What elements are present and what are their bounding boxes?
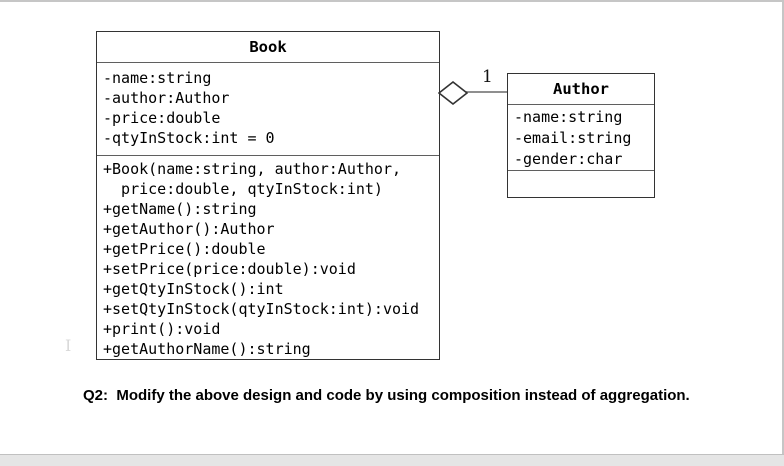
aggregation-diamond-icon bbox=[438, 81, 468, 105]
book-method: +Book(name:string, author:Author, bbox=[103, 160, 402, 178]
author-attributes-compartment: -name:string -email:string -gender:char bbox=[508, 105, 654, 171]
uml-class-box-author: Author -name:string -email:string -gende… bbox=[507, 73, 655, 198]
book-attribute: -author:Author bbox=[103, 89, 230, 107]
author-attribute: -email:string bbox=[514, 129, 632, 147]
association-line bbox=[464, 91, 508, 93]
author-methods-compartment bbox=[508, 171, 654, 197]
author-attribute: -name:string bbox=[514, 108, 623, 126]
page-right-edge bbox=[782, 0, 784, 466]
book-method: +getQtyInStock():int bbox=[103, 280, 284, 298]
book-methods-compartment: +Book(name:string, author:Author, price:… bbox=[97, 156, 439, 359]
author-class-title: Author bbox=[508, 74, 654, 105]
multiplicity-label: 1 bbox=[482, 67, 493, 87]
book-class-title: Book bbox=[97, 32, 439, 63]
text-cursor-artifact: I bbox=[65, 336, 72, 355]
book-method: +getPrice():double bbox=[103, 240, 266, 258]
question-text: Q2: Modify the above design and code by … bbox=[83, 387, 690, 404]
uml-class-box-book: Book -name:string -author:Author -price:… bbox=[96, 31, 440, 360]
book-method: +print():void bbox=[103, 320, 221, 338]
page-bottom-strip bbox=[0, 454, 784, 466]
book-attribute: -qtyInStock:int = 0 bbox=[103, 129, 275, 147]
book-attributes-compartment: -name:string -author:Author -price:doubl… bbox=[97, 63, 439, 156]
book-attribute: -price:double bbox=[103, 109, 221, 127]
page-top-edge bbox=[0, 0, 784, 2]
book-method: +getAuthor():Author bbox=[103, 220, 275, 238]
book-attribute: -name:string bbox=[103, 69, 212, 87]
book-method: +getAuthorName():string bbox=[103, 340, 311, 358]
author-attribute: -gender:char bbox=[514, 150, 623, 168]
book-method: +getName():string bbox=[103, 200, 257, 218]
book-method: price:double, qtyInStock:int) bbox=[103, 180, 383, 198]
book-method: +setQtyInStock(qtyInStock:int):void bbox=[103, 300, 420, 318]
book-method: +setPrice(price:double):void bbox=[103, 260, 356, 278]
